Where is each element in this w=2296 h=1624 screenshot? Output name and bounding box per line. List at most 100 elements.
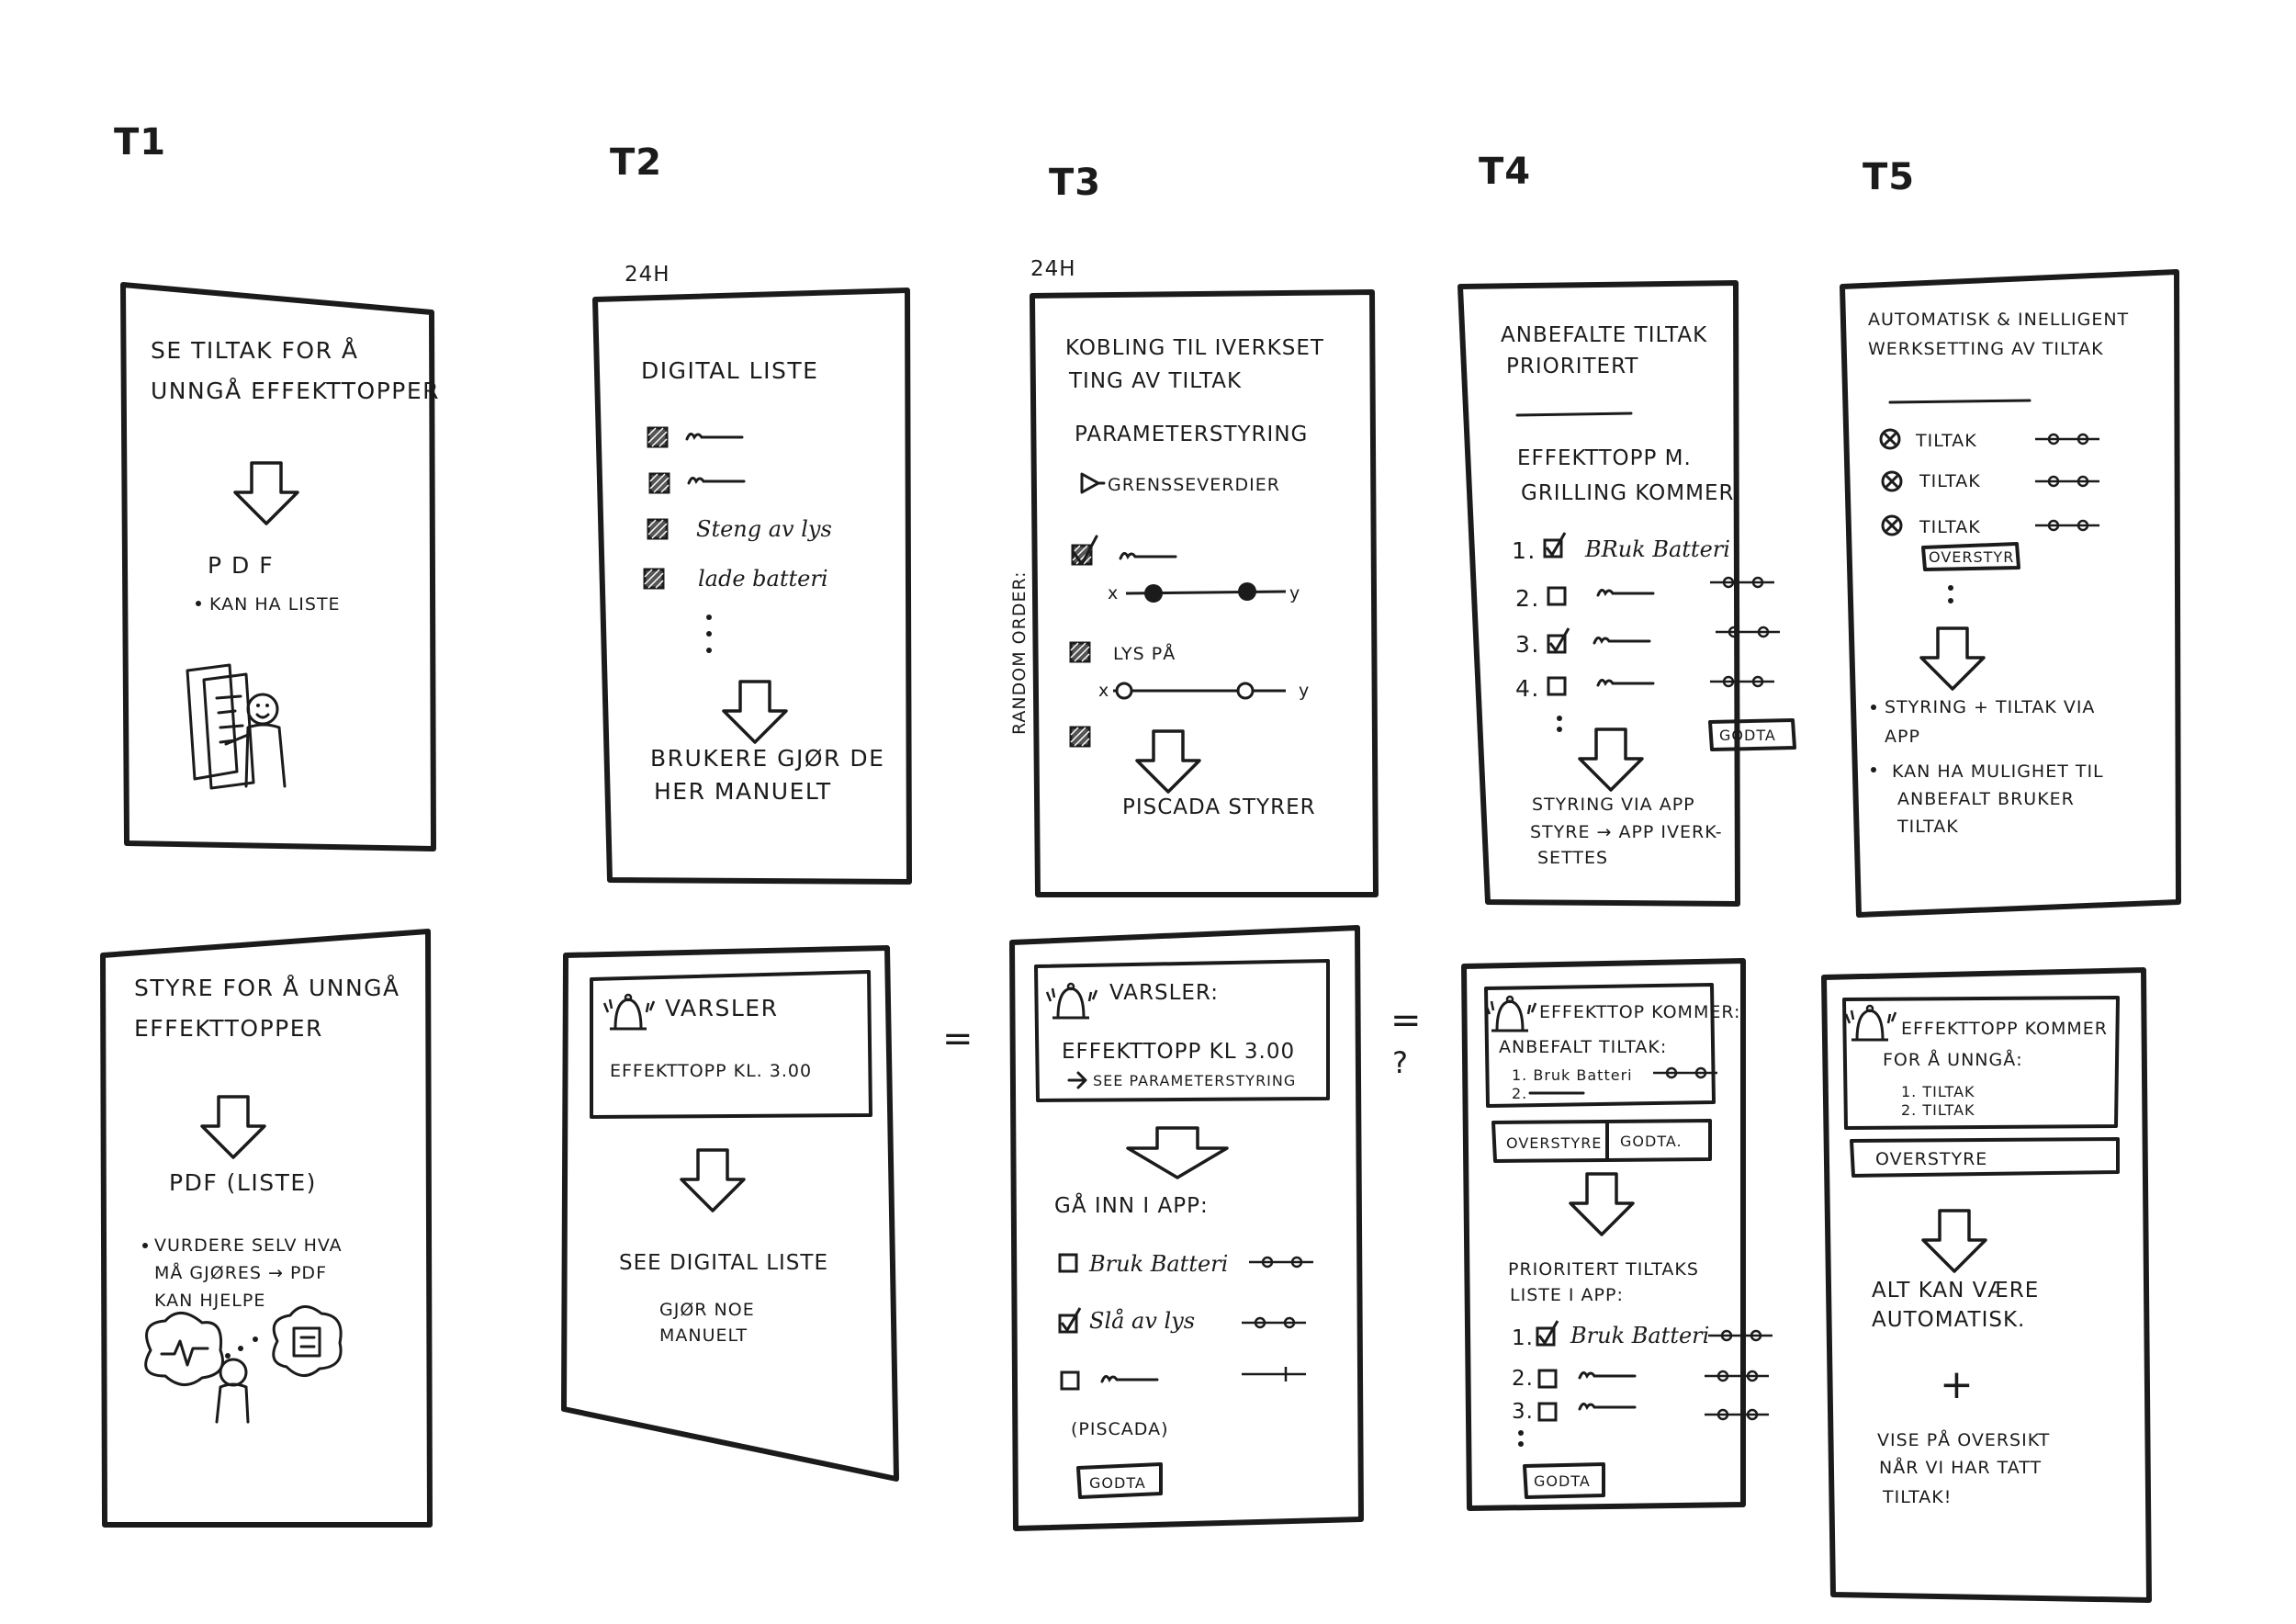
column-label-t4: T4 bbox=[1479, 151, 1531, 193]
t4-bottom-num-1: 1. bbox=[1512, 1326, 1534, 1350]
t4-top-accept-button[interactable]: GODTA bbox=[1719, 727, 1776, 744]
checkbox-icon bbox=[1537, 1369, 1558, 1389]
down-arrow-icon bbox=[1919, 626, 1986, 691]
t5-bottom-alert-title: EFFEKTTOPP KOMMER bbox=[1901, 1019, 2108, 1039]
bell-icon bbox=[602, 993, 656, 1031]
t5-top-item-3: TILTAK bbox=[1919, 517, 1981, 537]
t2-bottom-alert-body: EFFEKTTOPP KL. 3.00 bbox=[610, 1061, 812, 1081]
t2-bottom-do-2: MANUELT bbox=[659, 1325, 748, 1346]
t4-bottom-accept-button[interactable]: GODTA. bbox=[1620, 1133, 1683, 1150]
slider-icon bbox=[1113, 682, 1286, 700]
t5-bottom-override-button[interactable]: OVERSTYRE bbox=[1875, 1149, 1987, 1169]
t5-top-bullet-2-1: KAN HA MULIGHET TIL bbox=[1892, 761, 2104, 782]
item-scribble bbox=[1100, 1374, 1159, 1383]
bell-icon bbox=[1045, 982, 1098, 1020]
t3-bottom-piscada: (PISCADA) bbox=[1071, 1419, 1169, 1439]
t4-top-peak-1: EFFEKTTOPP M. bbox=[1517, 446, 1692, 470]
t2-bottom-do-1: GJØR NOE bbox=[659, 1300, 755, 1320]
t2-top-screen: DIGITAL LISTE Steng av lys lade batteri … bbox=[592, 288, 912, 885]
t3-top-item2: LYS PÅ bbox=[1113, 643, 1176, 664]
person-icon bbox=[215, 1358, 250, 1424]
slider-icon bbox=[1125, 582, 1287, 603]
t1-bottom-bullet-3: KAN HJELPE bbox=[154, 1291, 265, 1311]
t4-top-item-1: BRuk Batteri bbox=[1584, 536, 1730, 562]
t1-bottom-title-2: EFFEKTTOPPER bbox=[134, 1015, 323, 1042]
t3-top-param: PARAMETERSTYRING bbox=[1075, 423, 1308, 446]
t5-bottom-screen: EFFEKTTOPP KOMMER FOR Å UNNGÅ: 1. TILTAK… bbox=[1821, 967, 2152, 1603]
t4-bottom-num-3: 3. bbox=[1512, 1400, 1534, 1424]
t4-bottom-alert-item-2: 2. bbox=[1512, 1085, 1527, 1102]
down-arrow-icon bbox=[722, 680, 788, 744]
t5-top-title-2: WERKSETTING AV TILTAK bbox=[1868, 339, 2104, 359]
t1-top-title-1: SE TILTAK FOR Å bbox=[151, 337, 359, 364]
down-arrow-icon bbox=[1135, 729, 1201, 794]
t4-top-num-2: 2. bbox=[1515, 585, 1540, 612]
item-scribble bbox=[687, 476, 746, 485]
cancel-circle-icon bbox=[1881, 514, 1903, 536]
t4-top-footer-1: STYRING VIA APP bbox=[1532, 795, 1695, 815]
checkbox-icon bbox=[1060, 1370, 1080, 1391]
t5-top-bullet-1-2: APP bbox=[1885, 727, 1920, 747]
t3-bottom-accept-button[interactable]: GODTA bbox=[1089, 1474, 1146, 1492]
slider-icon bbox=[1708, 675, 1776, 688]
duration-t3: 24H bbox=[1030, 257, 1076, 281]
t3-bottom-alert-link: SEE PARAMETERSTYRING bbox=[1093, 1072, 1296, 1089]
t4-top-num-4: 4. bbox=[1515, 675, 1540, 702]
t1-top-pdf: P D F bbox=[208, 552, 274, 579]
t4-top-title-2: PRIORITERT bbox=[1506, 355, 1638, 378]
checkbox-icon bbox=[1547, 586, 1567, 606]
slider-icon bbox=[1242, 1367, 1306, 1382]
cancel-circle-icon bbox=[1881, 470, 1903, 492]
t1-bottom-title-1: STYRE FOR Å UNNGÅ bbox=[134, 975, 400, 1001]
t4-top-num-1: 1. bbox=[1512, 537, 1536, 564]
t2-bottom-see: SEE DIGITAL LISTE bbox=[619, 1251, 828, 1275]
t3-bottom-item-1: Bruk Batteri bbox=[1088, 1251, 1228, 1277]
t5-bottom-alert-item-2: 2. TILTAK bbox=[1901, 1101, 1975, 1119]
t1-bottom-pdf: PDF (LISTE) bbox=[169, 1169, 317, 1196]
t1-top-bullet: KAN HA LISTE bbox=[209, 594, 341, 615]
t3-bottom-alert-title: VARSLER: bbox=[1109, 981, 1219, 1005]
t5-bottom-show-2: NÅR VI HAR TATT bbox=[1879, 1457, 2042, 1478]
t5-top-override-button[interactable]: OVERSTYR bbox=[1929, 548, 2014, 566]
t4-top-screen: ANBEFALTE TILTAK PRIORITERT EFFEKTTOPP M… bbox=[1458, 280, 1796, 907]
t2-bottom-alert-title: VARSLER bbox=[665, 995, 778, 1021]
t4-bottom-screen: EFFEKTTOP KOMMER: ANBEFALT TILTAK: 1. Br… bbox=[1461, 958, 1774, 1511]
t3-bottom-item-2: Slå av lys bbox=[1089, 1307, 1195, 1334]
t3-top-screen: KOBLING TIL IVERKSET TING AV TILTAK PARA… bbox=[1030, 289, 1379, 897]
checkbox-icon bbox=[647, 518, 669, 540]
t5-bottom-show-3: TILTAK! bbox=[1882, 1487, 1952, 1507]
t5-bottom-alert-item-1: 1. TILTAK bbox=[1901, 1083, 1975, 1100]
slider-icon bbox=[1703, 1408, 1771, 1421]
slider-icon bbox=[2033, 475, 2101, 488]
t3-top-footer: PISCADA STYRER bbox=[1122, 795, 1316, 819]
question-mark-t3-t4: ? bbox=[1392, 1045, 1408, 1080]
column-label-t5: T5 bbox=[1863, 156, 1915, 198]
bell-icon bbox=[1484, 995, 1537, 1032]
column-label-t3: T3 bbox=[1049, 162, 1101, 204]
t3-top-title-2: TING AV TILTAK bbox=[1068, 369, 1242, 393]
t5-top-bullet-2-3: TILTAK bbox=[1896, 817, 1959, 837]
t4-bottom-override-button[interactable]: OVERSTYRE bbox=[1506, 1134, 1602, 1152]
bell-icon bbox=[1844, 1004, 1897, 1042]
t5-top-bullet-2-2: ANBEFALT BRUKER bbox=[1897, 789, 2075, 809]
slider-icon bbox=[1703, 1370, 1771, 1382]
t4-top-peak-2: GRILLING KOMMER bbox=[1521, 481, 1734, 505]
equals-sign-t2-t3: = bbox=[942, 1018, 974, 1060]
t3-top-x-2: x bbox=[1098, 681, 1109, 701]
t2-bottom-screen: VARSLER EFFEKTTOPP KL. 3.00 SEE DIGITAL … bbox=[561, 945, 899, 1482]
column-label-t1: T1 bbox=[114, 121, 166, 164]
checkbox-icon bbox=[1069, 726, 1091, 748]
t5-bottom-auto-2: AUTOMATISK. bbox=[1872, 1308, 2025, 1332]
column-label-t2: T2 bbox=[610, 141, 662, 184]
t2-top-item-2: lade batteri bbox=[698, 566, 828, 592]
slider-icon bbox=[1240, 1316, 1308, 1329]
down-arrow-icon bbox=[233, 461, 299, 525]
checkbox-icon bbox=[1547, 626, 1570, 654]
t4-bottom-accept-button-2[interactable]: GODTA bbox=[1534, 1472, 1591, 1490]
slider-icon bbox=[1247, 1256, 1315, 1269]
t4-top-title-1: ANBEFALTE TILTAK bbox=[1501, 323, 1707, 347]
t5-top-item-2: TILTAK bbox=[1919, 471, 1981, 491]
t3-bottom-screen: VARSLER: EFFEKTTOPP KL 3.00 SEE PARAMETE… bbox=[1009, 925, 1364, 1531]
t1-bottom-screen: STYRE FOR Å UNNGÅ EFFEKTTOPPER PDF (LIST… bbox=[100, 929, 433, 1528]
